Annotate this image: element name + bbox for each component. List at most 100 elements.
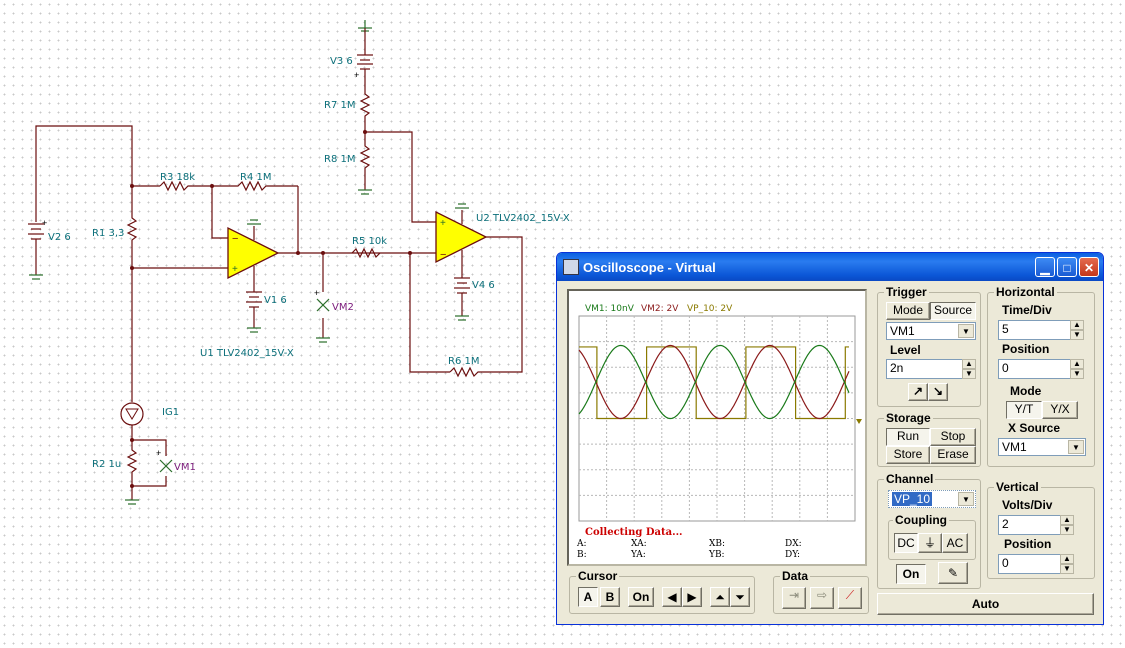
cursor-b-button[interactable]: B: [600, 587, 620, 607]
scope-plot: VM1: 10nV VM2: 2V VP_10: 2V: [578, 304, 862, 522]
r8-label: R8 1M: [324, 154, 355, 165]
level-input[interactable]: 2n: [886, 359, 964, 379]
close-button[interactable]: ✕: [1079, 257, 1099, 277]
rising-edge-icon[interactable]: ↗: [908, 383, 928, 401]
v-position-down-button[interactable]: ▼: [1060, 564, 1074, 574]
chart-icon[interactable]: ⟋: [838, 587, 862, 609]
ig1-current-source[interactable]: [120, 402, 144, 440]
jump-down-icon[interactable]: ⏷: [730, 587, 750, 607]
chevron-down-icon[interactable]: ▼: [1068, 440, 1084, 454]
volts-div-up-button[interactable]: ▲: [1060, 515, 1074, 525]
x-source-select[interactable]: VM1 ▼: [998, 438, 1086, 456]
import-icon[interactable]: ⇥: [782, 587, 806, 609]
readout-xa: XA:: [631, 539, 647, 549]
r3-resistor[interactable]: [159, 180, 212, 192]
r3-label: R3 18k: [160, 172, 195, 183]
r2-resistor[interactable]: [125, 440, 139, 505]
ground-icon[interactable]: ⏚: [918, 533, 942, 553]
store-button[interactable]: Store: [886, 446, 930, 464]
ac-button[interactable]: AC: [942, 533, 968, 553]
yt-button[interactable]: Y/T: [1006, 401, 1042, 419]
svg-text:+: +: [232, 264, 238, 275]
oscilloscope-window[interactable]: Oscilloscope - Virtual ▁ □ ✕ VM1: 10nV V…: [556, 252, 1104, 625]
r4-resistor[interactable]: [212, 180, 298, 192]
svg-text:+: +: [314, 288, 319, 298]
u2-opamp[interactable]: + −: [435, 203, 488, 278]
title-bar[interactable]: Oscilloscope - Virtual ▁ □ ✕: [557, 253, 1103, 281]
r1-resistor[interactable]: [126, 186, 138, 268]
maximize-button[interactable]: □: [1057, 257, 1077, 277]
vm1-meter[interactable]: [159, 459, 173, 473]
dc-button[interactable]: DC: [894, 533, 918, 553]
trigger-source-button[interactable]: Source: [930, 302, 976, 320]
r8-resistor[interactable]: [358, 132, 372, 195]
export-icon[interactable]: ⇨: [810, 587, 834, 609]
volts-div-label: Volts/Div: [1002, 498, 1053, 512]
channel-select[interactable]: VP_10 ▼: [888, 490, 976, 508]
falling-edge-icon[interactable]: ↘: [928, 383, 948, 401]
horizontal-group: Horizontal Time/Div 5 ▲ ▼ Position 0 ▲ ▼…: [987, 285, 1095, 467]
erase-button[interactable]: Erase: [930, 446, 976, 464]
readout-ya: YA:: [631, 550, 646, 560]
cursor-on-button[interactable]: On: [628, 587, 654, 607]
time-div-up-button[interactable]: ▲: [1070, 320, 1084, 330]
svg-text:+: +: [440, 218, 446, 229]
readout-dy: DY:: [785, 550, 801, 560]
v4-label: V4 6: [472, 280, 495, 291]
trigger-mode-button[interactable]: Mode: [886, 302, 930, 320]
scope-screen[interactable]: VM1: 10nV VM2: 2V VP_10: 2V Collecting D…: [567, 289, 867, 566]
r5-resistor[interactable]: [351, 247, 381, 259]
r7-resistor[interactable]: [359, 90, 371, 132]
left-arrow-icon[interactable]: ◀: [662, 587, 682, 607]
r6-label: R6 1M: [448, 356, 479, 367]
channel-title: Channel: [884, 472, 936, 486]
u1-opamp[interactable]: − +: [227, 219, 280, 292]
time-div-label: Time/Div: [1002, 303, 1052, 317]
readout-a: A:: [577, 539, 587, 549]
storage-title: Storage: [884, 411, 933, 425]
v4-battery[interactable]: [454, 277, 470, 321]
chevron-down-icon[interactable]: ▼: [958, 324, 974, 338]
auto-button[interactable]: Auto: [877, 593, 1094, 615]
h-position-up-button[interactable]: ▲: [1070, 359, 1084, 369]
volts-div-input[interactable]: 2: [998, 515, 1062, 535]
time-div-input[interactable]: 5: [998, 320, 1072, 340]
minimize-button[interactable]: ▁: [1035, 257, 1055, 277]
v2-battery[interactable]: [28, 223, 44, 280]
level-down-button[interactable]: ▼: [962, 369, 976, 379]
readout-b: B:: [577, 550, 587, 560]
v3-battery[interactable]: [357, 20, 373, 90]
run-button[interactable]: Run: [886, 428, 930, 446]
r4-label: R4 1M: [240, 172, 271, 183]
time-div-down-button[interactable]: ▼: [1070, 330, 1084, 340]
level-up-button[interactable]: ▲: [962, 359, 976, 369]
trigger-source-select[interactable]: VM1 ▼: [886, 322, 976, 340]
vm1-label: VM1: [174, 462, 196, 473]
stop-button[interactable]: Stop: [930, 428, 976, 446]
oscilloscope-icon: [563, 259, 579, 275]
volts-div-down-button[interactable]: ▼: [1060, 525, 1074, 535]
right-arrow-icon[interactable]: ▶: [682, 587, 702, 607]
legend-vm2: VM2: 2V: [641, 304, 679, 314]
svg-text:−: −: [440, 249, 446, 261]
jump-up-icon[interactable]: ⏶: [710, 587, 730, 607]
v-position-input[interactable]: 0: [998, 554, 1062, 574]
v1-battery[interactable]: [246, 291, 262, 333]
trace-vp10: [579, 346, 849, 420]
yx-button[interactable]: Y/X: [1042, 401, 1078, 419]
x-source-label: X Source: [1008, 421, 1061, 435]
v1-label: V1 6: [264, 295, 287, 306]
cursor-a-button[interactable]: A: [578, 587, 598, 607]
trace-vm2: [578, 344, 850, 420]
probe-icon[interactable]: ✎: [938, 562, 968, 584]
channel-on-button[interactable]: On: [896, 564, 926, 584]
h-position-down-button[interactable]: ▼: [1070, 369, 1084, 379]
v-position-up-button[interactable]: ▲: [1060, 554, 1074, 564]
vm2-meter[interactable]: [316, 253, 330, 343]
chevron-down-icon[interactable]: ▼: [958, 492, 974, 506]
r2-label: R2 1u: [92, 459, 121, 470]
svg-text:+: +: [42, 218, 47, 228]
h-position-input[interactable]: 0: [998, 359, 1072, 379]
r6-resistor[interactable]: [449, 366, 482, 378]
svg-text:−: −: [232, 233, 238, 245]
